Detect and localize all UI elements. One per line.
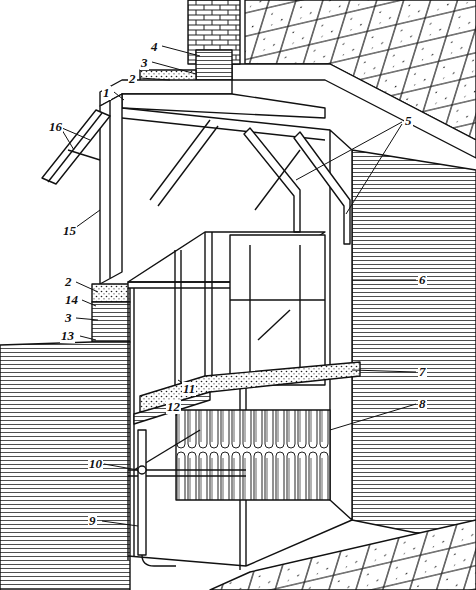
callout-number: 10	[88, 457, 103, 471]
callout-number: 13	[60, 329, 75, 343]
callout-number: 3	[140, 56, 149, 70]
callout-number: 2	[128, 72, 137, 86]
callout-number: 2	[64, 275, 73, 289]
callout-number: 15	[62, 224, 77, 238]
callout-number: 7	[418, 365, 427, 379]
callout-number: 5	[404, 114, 413, 128]
callout-number: 1	[102, 86, 111, 100]
callout-number: 6	[418, 273, 427, 287]
callout-number: 3	[64, 311, 73, 325]
callout-number: 4	[150, 40, 159, 54]
callout-number: 14	[64, 293, 79, 307]
callout-number: 12	[166, 400, 181, 414]
callout-number: 9	[88, 514, 97, 528]
callout-number: 8	[418, 397, 427, 411]
callout-number: 11	[182, 382, 196, 396]
callout-number: 16	[48, 120, 63, 134]
